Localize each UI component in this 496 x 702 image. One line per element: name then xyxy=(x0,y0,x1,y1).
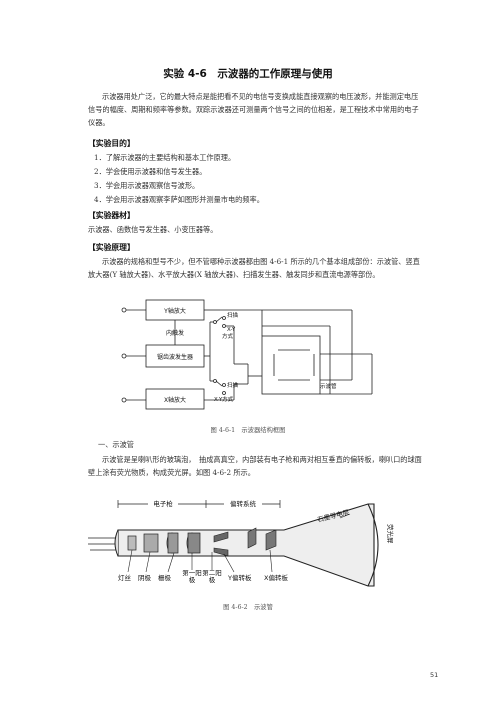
page-title: 实验 4-6 示波器的工作原理与使用 xyxy=(163,68,333,80)
purpose-item-1: 1．了解示波器的主要结构和基本工作原理。 xyxy=(94,153,236,162)
anode1-label: 第一阳极 xyxy=(182,570,202,584)
tube-label: 示波管 xyxy=(320,382,337,390)
y-plate-label: Y偏转板 xyxy=(227,573,252,582)
section1-paragraph: 示波管是呈喇叭形的玻璃泡， 抽成高真空，内部装有电子枪和两对相互垂直的偏转板，喇… xyxy=(88,455,422,477)
intro-paragraph: 示波器用处广泛，它的最大特点是能把看不见的电信号变换成能直接观察的电压波形，并能… xyxy=(88,92,419,127)
figure2-caption: 图 4-6-2 示波管 xyxy=(223,604,273,611)
scan-bottom-label: 扫描 xyxy=(227,381,239,389)
y-amp-label: Y轴放大 xyxy=(163,307,186,315)
xy-top-label-a: X-Y xyxy=(227,327,236,333)
figure1-caption: 图 4-6-1 示波器结构框图 xyxy=(210,427,286,434)
x-amp-label: X轴放大 xyxy=(164,396,186,404)
principle-paragraph: 示波器的规格和型号不少，但不管哪种示波器都由图 4-6-1 所示的几个基本组成部… xyxy=(88,257,420,279)
tube-figure: 电子枪 偏转系统 xyxy=(88,498,395,587)
purpose-item-3: 3．学会用示波器观察信号波形。 xyxy=(94,181,200,190)
purpose-item-2: 2．学会使用示波器和信号发生器。 xyxy=(94,167,207,176)
x-plate-label: X偏转板 xyxy=(264,573,288,582)
equipment-text: 示波器、函数信号发生器、小变压器等。 xyxy=(88,225,218,234)
deflect-label: 偏转系统 xyxy=(230,499,257,508)
principle-heading: 【实验原理】 xyxy=(88,243,135,252)
block-diagram-figure: Y轴放大 内触发 锯齿波发生器 X轴放大 扫描 X-Y 方式 扫描 X-Y方式 … xyxy=(121,299,373,410)
equipment-heading: 【实验器材】 xyxy=(88,211,135,220)
sweep-generator-label: 锯齿波发生器 xyxy=(157,353,193,361)
scan-top-label: 扫描 xyxy=(227,311,239,319)
screen-label: 荧光屏 xyxy=(386,524,395,544)
purpose-item-4: 4．学会用示波器观察李萨如图形并测量市电的频率。 xyxy=(94,195,264,204)
xy-top-label-b: 方式 xyxy=(222,332,234,340)
grid-label: 栅极 xyxy=(158,573,172,582)
page-number: 51 xyxy=(430,671,439,679)
filament-label: 灯丝 xyxy=(118,573,132,582)
purpose-heading: 【实验目的】 xyxy=(88,139,135,148)
cathode-label: 阴极 xyxy=(138,573,152,582)
gun-label: 电子枪 xyxy=(153,499,173,508)
section1-heading: 一、示波管 xyxy=(98,440,134,449)
internal-trigger-label: 内触发 xyxy=(166,329,184,337)
anode2-label: 第二阳极 xyxy=(202,570,222,584)
xy-bottom-label: X-Y方式 xyxy=(214,395,234,403)
